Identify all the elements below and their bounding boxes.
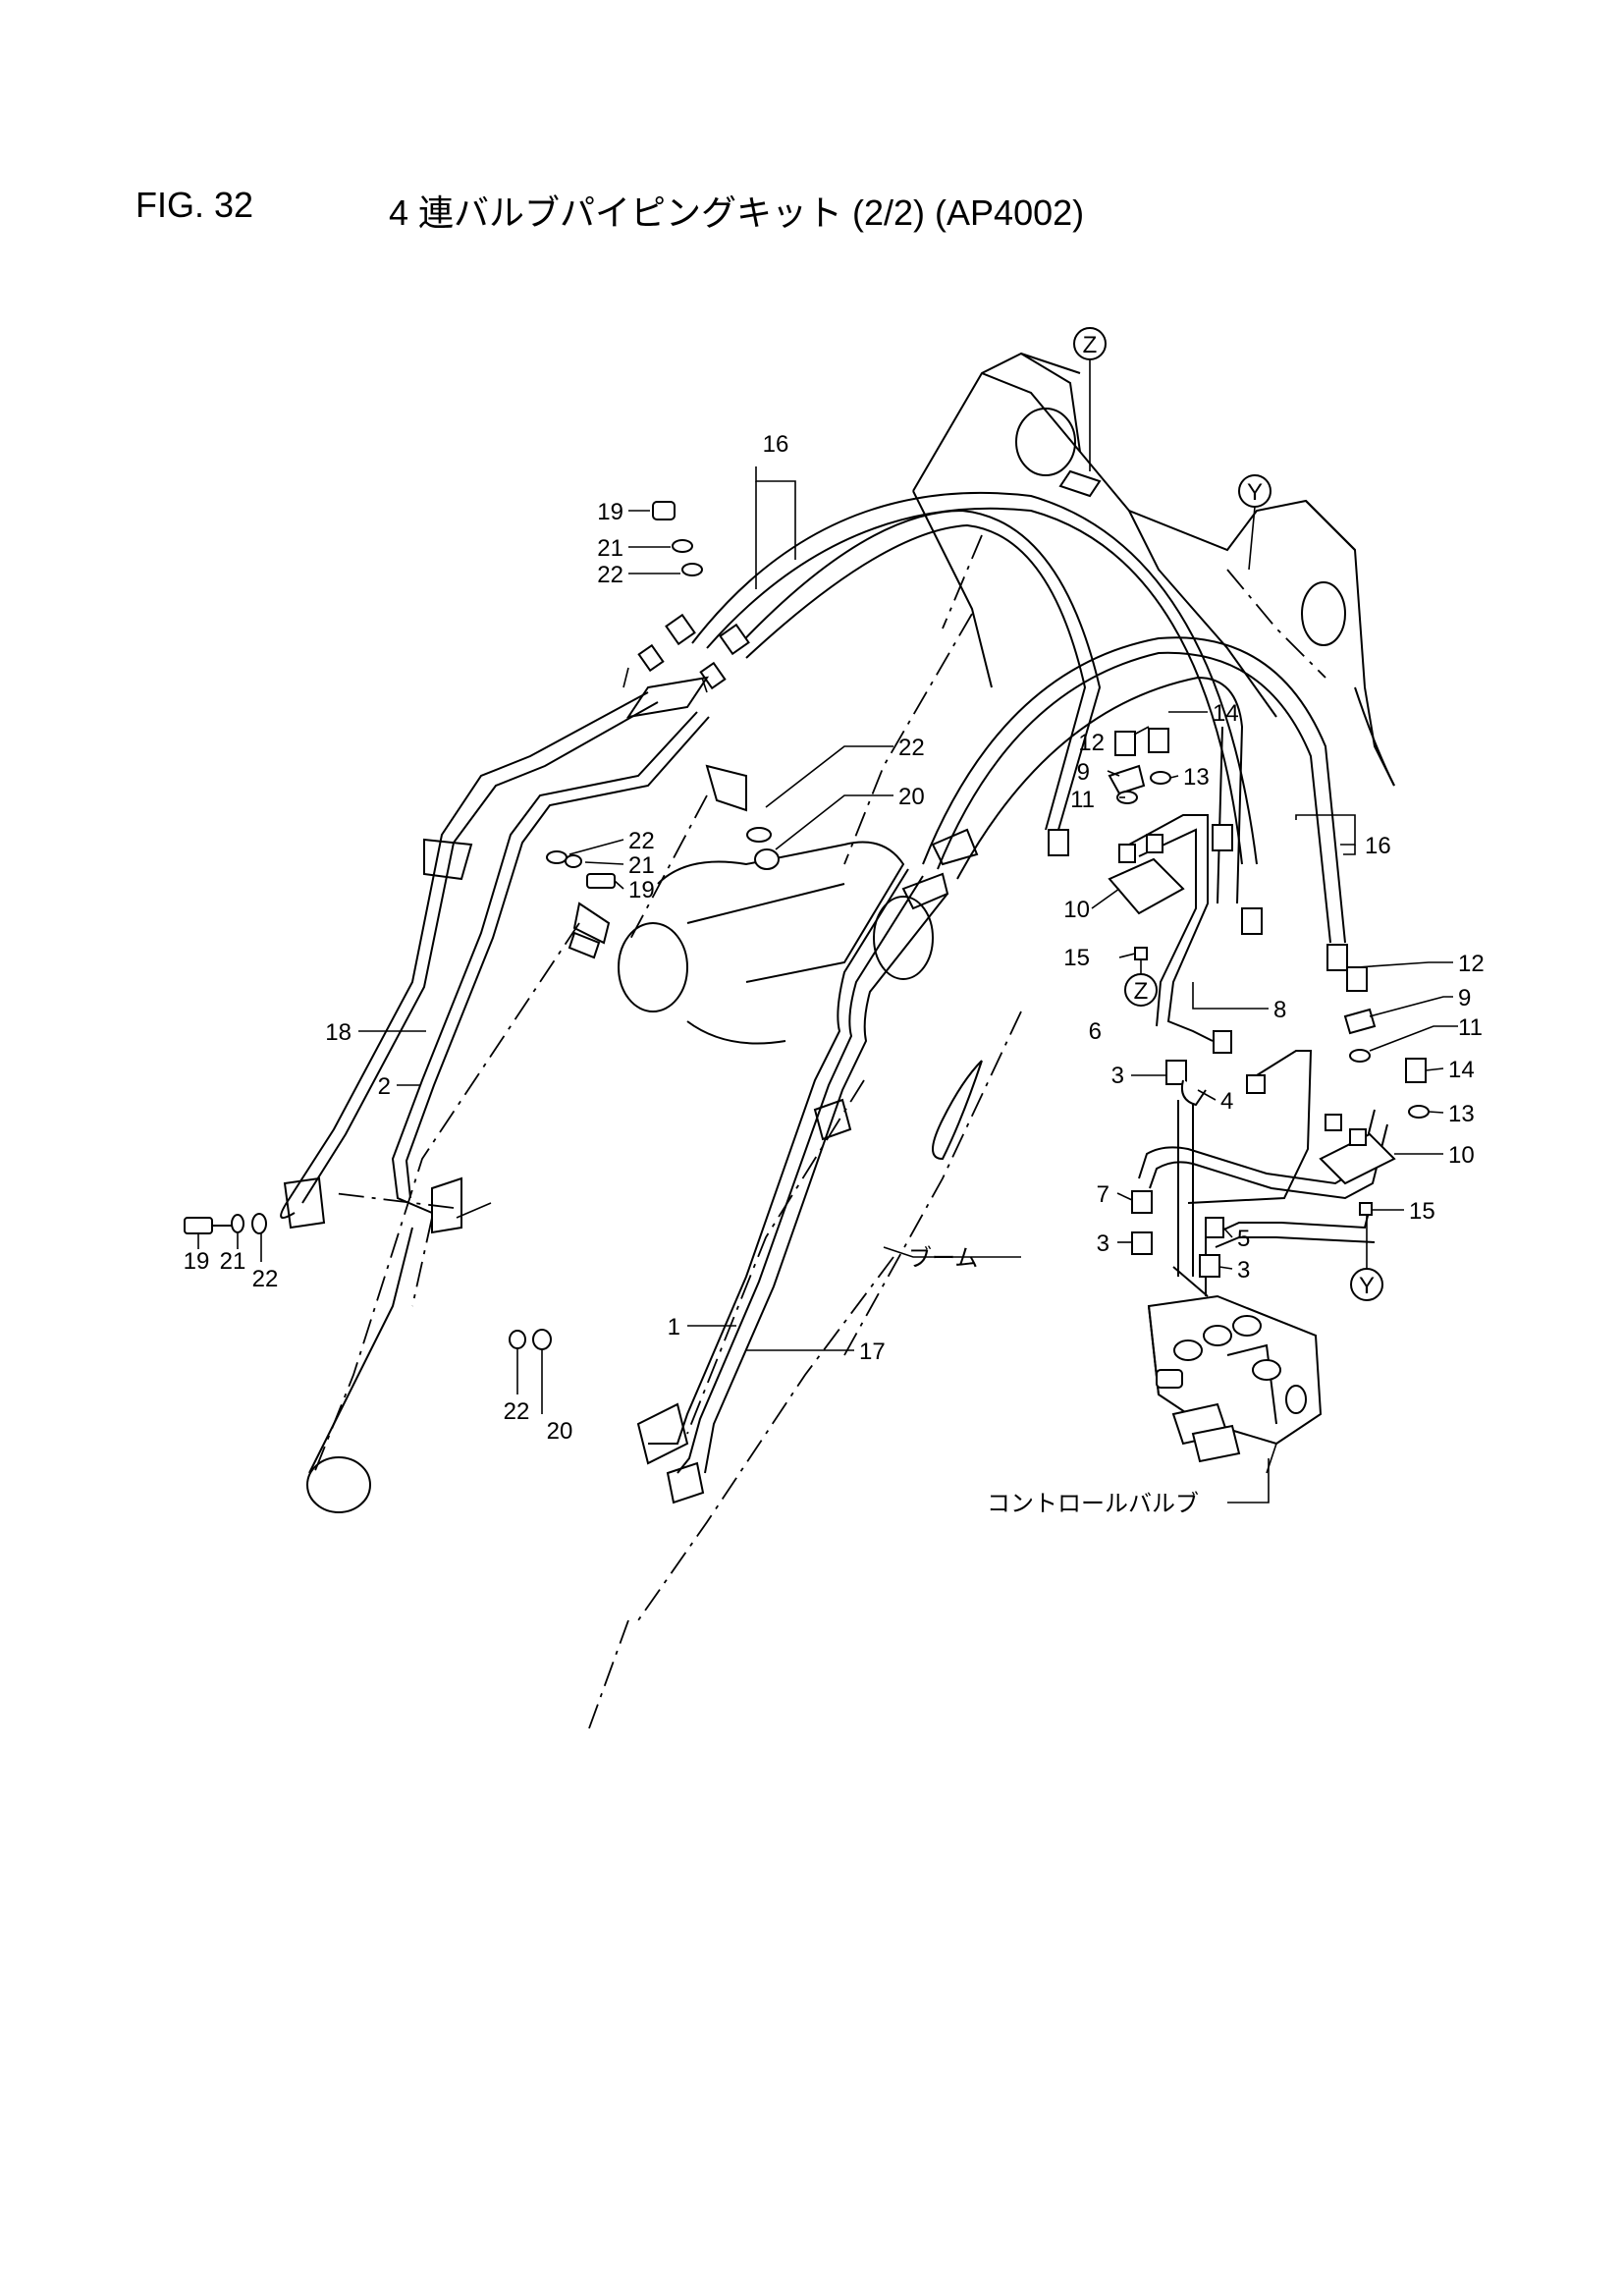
- svg-text:Y: Y: [1359, 1273, 1375, 1299]
- callout-19-top: 19: [597, 499, 623, 525]
- callout-9-right: 9: [1458, 985, 1471, 1011]
- callout-21-left: 21: [628, 852, 655, 879]
- callout-16-top: 16: [763, 431, 789, 458]
- callout-12-right: 12: [1458, 951, 1485, 977]
- callout-13-right: 13: [1448, 1101, 1475, 1127]
- callout-20-lower: 20: [547, 1418, 573, 1445]
- callout-22-left: 22: [628, 828, 655, 854]
- callout-15-upper: 15: [1063, 945, 1090, 971]
- bolt-12a: [1114, 731, 1136, 756]
- fittings-lower-right: [1131, 1030, 1232, 1278]
- callout-12-upper: 12: [1078, 730, 1105, 756]
- bolt-14a: [1148, 728, 1169, 753]
- figure-title: 4 連バルブパイピングキット (2/2) (AP4002): [389, 192, 1085, 233]
- figure-number: FIG. 32: [135, 185, 254, 225]
- callout-18: 18: [325, 1019, 352, 1046]
- hose-end-fittings-top: [622, 613, 750, 719]
- control-valve-block: [1147, 1294, 1323, 1474]
- callout-10-upper: 10: [1063, 897, 1090, 923]
- callouts: 16 19 21 22 22 20 22 21 19 18 2 19 21 22…: [184, 431, 1485, 1517]
- hardware-left: [184, 501, 780, 1350]
- label-boom: ブーム: [908, 1244, 978, 1272]
- callout-3-upper: 3: [1111, 1063, 1124, 1089]
- callout-14-right: 14: [1448, 1057, 1475, 1083]
- callout-20-mid: 20: [898, 784, 925, 810]
- callout-9-upper: 9: [1077, 759, 1090, 786]
- callout-22-bottom: 22: [252, 1266, 279, 1292]
- callout-4: 4: [1220, 1088, 1233, 1115]
- callout-11-right: 11: [1458, 1014, 1483, 1041]
- callout-21-top: 21: [597, 535, 623, 562]
- reference-marker-y-lower: Y: [1350, 1215, 1383, 1301]
- callout-1: 1: [668, 1314, 680, 1340]
- callout-3-lower-left: 3: [1097, 1230, 1109, 1257]
- svg-text:Y: Y: [1247, 479, 1263, 506]
- svg-text:Z: Z: [1083, 332, 1098, 358]
- hardware-upper-right: [1048, 728, 1348, 971]
- callout-19-left: 19: [628, 877, 655, 903]
- mounting-plate-10-left: [1108, 834, 1185, 915]
- callout-21-bottom: 21: [220, 1248, 246, 1275]
- hardware-right: [1246, 966, 1430, 1216]
- pipe-18-and-2: [280, 691, 747, 1234]
- callout-15-right: 15: [1409, 1198, 1435, 1225]
- callout-3-lower-right: 3: [1237, 1257, 1250, 1284]
- callout-6: 6: [1089, 1018, 1102, 1045]
- hose-group-16: [691, 491, 1346, 944]
- callout-22-mid: 22: [898, 735, 925, 761]
- callout-11-upper: 11: [1070, 787, 1095, 813]
- boom-body: [306, 613, 1022, 1729]
- callout-8: 8: [1273, 997, 1286, 1023]
- callout-17: 17: [859, 1339, 886, 1365]
- callout-19-bottom: 19: [184, 1248, 210, 1275]
- pipe-1-and-17: [636, 828, 979, 1504]
- boom-bracket-outline: [912, 352, 1395, 787]
- callout-2: 2: [378, 1073, 391, 1100]
- valve-side-piping: [1128, 814, 1388, 1297]
- callout-22-top: 22: [597, 562, 623, 588]
- callout-7: 7: [1097, 1181, 1109, 1208]
- callout-13-upper: 13: [1183, 764, 1210, 791]
- reference-marker-z-top: Z: [1073, 327, 1107, 471]
- callout-5: 5: [1237, 1226, 1250, 1252]
- callout-14-upper: 14: [1213, 700, 1239, 727]
- reference-marker-z-lower: Z: [1124, 958, 1158, 1007]
- mounting-plate-10-right: [1319, 1114, 1396, 1185]
- callout-10-right: 10: [1448, 1142, 1475, 1169]
- callout-16-right: 16: [1365, 833, 1391, 859]
- svg-text:Z: Z: [1134, 978, 1149, 1005]
- callout-22-lower: 22: [504, 1398, 530, 1425]
- leader-lines: [197, 466, 1458, 1503]
- label-control-valve: コントロールバルブ: [987, 1490, 1199, 1517]
- reference-marker-y-top: Y: [1238, 474, 1271, 571]
